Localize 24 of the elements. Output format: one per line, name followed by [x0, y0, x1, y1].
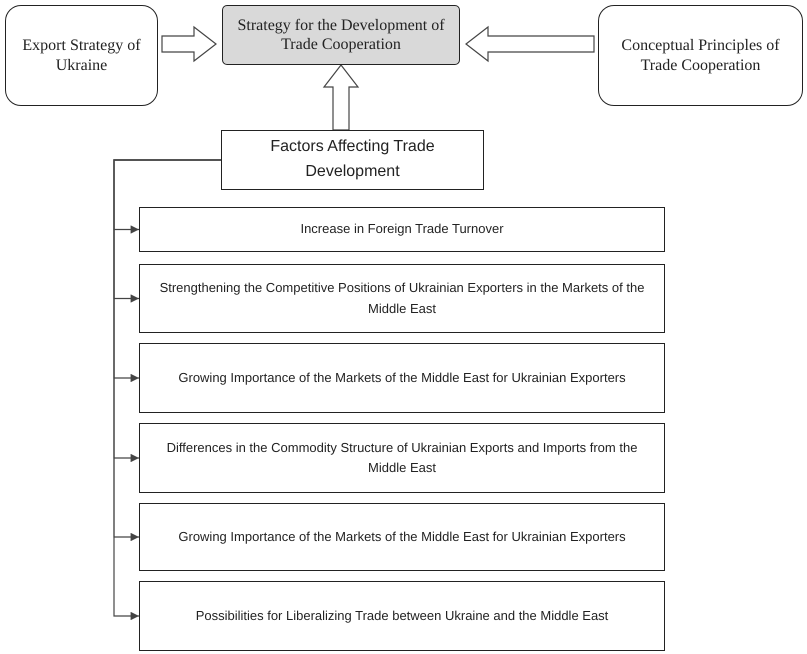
node-text: Factors Affecting Trade Development [269, 137, 436, 182]
process-box [139, 503, 665, 571]
node-text: Conceptual Principles of Trade Cooperation [620, 36, 781, 76]
block-arrow [465, 26, 595, 62]
rounded-box [598, 5, 803, 106]
process-box [139, 264, 665, 333]
node-text: Increase in Foreign Trade Turnover [299, 220, 505, 238]
node-text: Differences in the Commodity Structure of Ukrainian Exports and Imports from the Middle East [166, 438, 638, 477]
node-text: Growing Importance of the Markets of the Middle East for Ukrainian Exporters [177, 368, 627, 387]
rounded-box [5, 5, 158, 106]
process-box [139, 207, 665, 252]
process-box [139, 581, 665, 651]
node-text: Possibilities for Liberalizing Trade between Ukraine and the Middle East [194, 606, 610, 625]
process-box [221, 130, 484, 190]
node-text: Strategy for the Development of Trade Cooperation [236, 16, 446, 55]
process-box [139, 423, 665, 493]
connector-arrow [113, 159, 221, 620]
node-text: Strengthening the Competitive Positions of Ukrainian Exporters in the Markets of the Middle East [158, 279, 646, 318]
block-arrow [322, 64, 360, 131]
node-text: Export Strategy of Ukraine [21, 36, 142, 76]
block-arrow [161, 26, 217, 62]
process-box [139, 343, 665, 413]
node-text: Growing Importance of the Markets of the Middle East for Ukrainian Exporters [177, 528, 627, 546]
process-box [222, 5, 460, 65]
